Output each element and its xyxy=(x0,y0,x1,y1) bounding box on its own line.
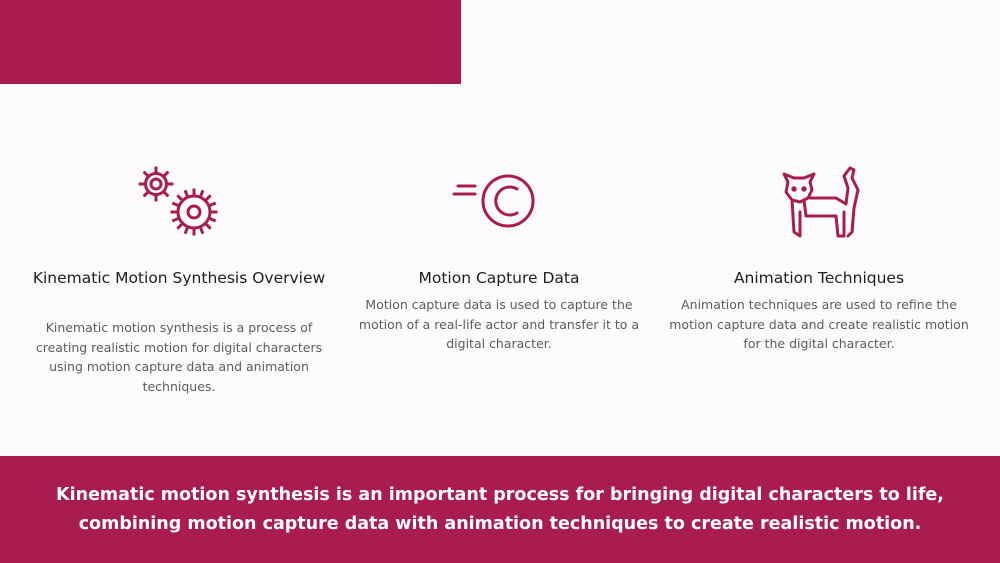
header-accent-bar xyxy=(0,0,461,84)
motion-circle-icon xyxy=(450,172,542,230)
gears-icon xyxy=(136,164,222,238)
column-title-overview: Kinematic Motion Synthesis Overview xyxy=(32,269,326,287)
summary-banner: Kinematic motion synthesis is an importa… xyxy=(0,456,1000,563)
column-title-motion-capture: Motion Capture Data xyxy=(418,269,580,287)
column-description-overview: Kinematic motion synthesis is a process … xyxy=(35,320,323,394)
column-description-animation: Animation techniques are used to refine … xyxy=(669,297,969,351)
column-title-animation: Animation Techniques xyxy=(733,269,905,287)
summary-text: Kinematic motion synthesis is an importa… xyxy=(56,484,944,534)
cat-icon xyxy=(778,160,864,242)
column-description-motion-capture: Motion capture data is used to capture t… xyxy=(358,297,640,351)
